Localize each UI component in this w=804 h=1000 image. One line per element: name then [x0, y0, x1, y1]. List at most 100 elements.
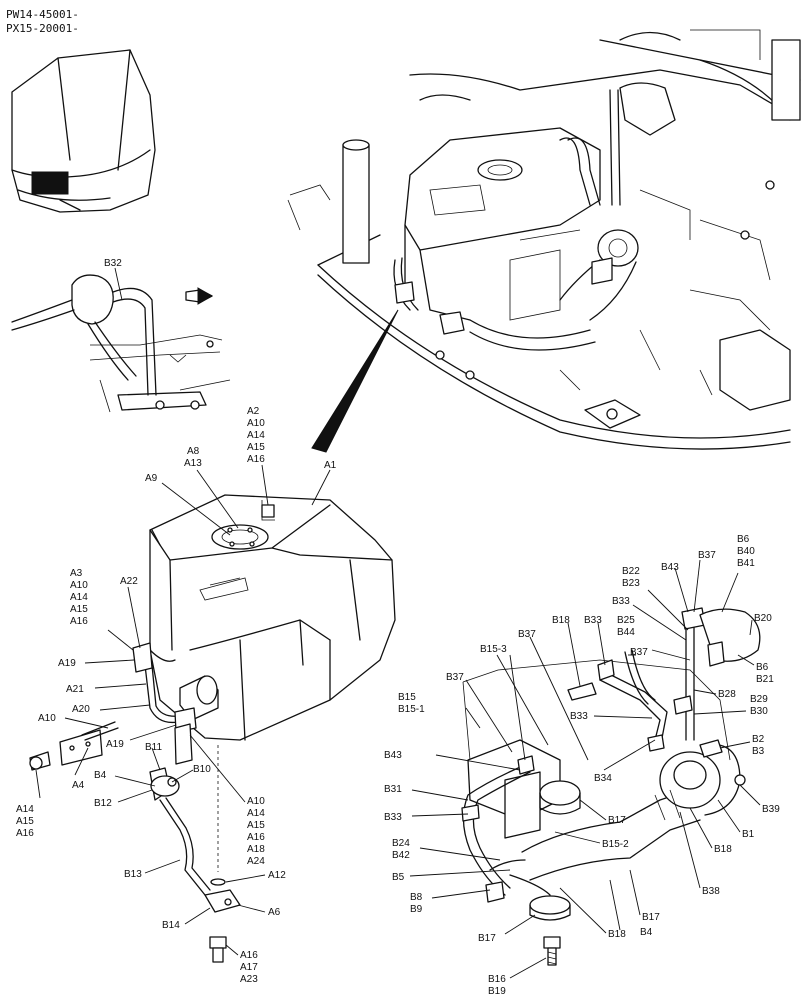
label-a15: A15: [247, 442, 265, 453]
label-b9: B9: [410, 904, 423, 915]
label-a20: A20: [72, 704, 90, 715]
label-a8: A8: [187, 446, 200, 457]
label-b4: B4: [94, 770, 107, 781]
label-a17: A17: [240, 962, 258, 973]
label-b17: B17: [478, 933, 496, 944]
label-b15: B15: [398, 692, 416, 703]
label-b28: B28: [718, 689, 736, 700]
label-a9: A9: [145, 473, 158, 484]
label-a14: A14: [16, 804, 34, 815]
label-b29: B29: [750, 694, 768, 705]
label-b37: B37: [630, 647, 648, 658]
label-b18: B18: [608, 929, 626, 940]
leader-lines: [35, 267, 761, 979]
label-a23: A23: [240, 974, 258, 985]
drain-washer: [210, 878, 226, 886]
label-b33: B33: [570, 711, 588, 722]
label-a14: A14: [247, 808, 265, 819]
label-b12: B12: [94, 798, 112, 809]
machine-location-thumbnail: [11, 49, 156, 213]
label-b17: B17: [642, 912, 660, 923]
label-a13: A13: [184, 458, 202, 469]
label-a10: A10: [247, 418, 265, 429]
label-b43: B43: [384, 750, 402, 761]
label-b33: B33: [384, 812, 402, 823]
label-b24: B24: [392, 838, 410, 849]
label-a19: A19: [58, 658, 76, 669]
label-a15: A15: [70, 604, 88, 615]
label-b15-2: B15-2: [602, 839, 629, 850]
label-a16: A16: [247, 832, 265, 843]
label-a3: A3: [70, 568, 83, 579]
labels-left-group: B32 A2 A10 A14 A15 A16 A8 A13 A1 A9 A3 A…: [16, 258, 337, 985]
fuel-tank-location-marker: [31, 171, 69, 195]
label-a4: A4: [72, 780, 85, 791]
label-b30: B30: [750, 706, 768, 717]
vent-fitting: [261, 504, 275, 518]
label-b18: B18: [714, 844, 732, 855]
label-b31: B31: [384, 784, 402, 795]
label-a18: A18: [247, 844, 265, 855]
label-b37: B37: [518, 629, 536, 640]
label-b23: B23: [622, 578, 640, 589]
label-b25: B25: [617, 615, 635, 626]
label-b1: B1: [742, 829, 755, 840]
label-b34: B34: [594, 773, 612, 784]
label-a14: A14: [70, 592, 88, 603]
labels-right-group: B6 B40 B41 B37 B43 B22 B23 B33 B20 B18 B…: [384, 534, 780, 997]
label-b15-1: B15-1: [398, 704, 425, 715]
label-b5: B5: [392, 872, 405, 883]
label-b37: B37: [698, 550, 716, 561]
label-b2: B2: [752, 734, 765, 745]
label-a1: A1: [324, 460, 337, 471]
label-a21: A21: [66, 684, 84, 695]
label-b16: B16: [488, 974, 506, 985]
label-a16: A16: [240, 950, 258, 961]
label-a14: A14: [247, 430, 265, 441]
label-a16: A16: [247, 454, 265, 465]
label-b21: B21: [756, 674, 774, 685]
label-b4: B4: [640, 927, 653, 938]
label-a24: A24: [247, 856, 265, 867]
label-b3: B3: [752, 746, 765, 757]
drain-valve: [204, 889, 241, 913]
label-b42: B42: [392, 850, 410, 861]
hose-routing-inset: [11, 274, 231, 413]
label-b15-3: B15-3: [480, 644, 507, 655]
mounting-bolt: [543, 936, 561, 949]
filler-cap-opening: [211, 524, 269, 550]
serial-range-1: PW14-45001-: [6, 8, 79, 21]
label-b6: B6: [756, 662, 769, 673]
hose-assembly-exploded: [461, 607, 761, 966]
serial-range-2: PX15-20001-: [6, 22, 79, 35]
label-b37: B37: [446, 672, 464, 683]
label-a16: A16: [70, 616, 88, 627]
label-b43: B43: [661, 562, 679, 573]
filter-element: [539, 780, 581, 806]
label-a16: A16: [16, 828, 34, 839]
label-b17: B17: [608, 815, 626, 826]
label-b18: B18: [552, 615, 570, 626]
label-a10: A10: [38, 713, 56, 724]
label-b6: B6: [737, 534, 750, 545]
label-a19: A19: [106, 739, 124, 750]
label-b8: B8: [410, 892, 423, 903]
label-b40: B40: [737, 546, 755, 557]
label-a15: A15: [16, 816, 34, 827]
label-b41: B41: [737, 558, 755, 569]
label-a22: A22: [120, 576, 138, 587]
label-b11: B11: [145, 742, 162, 753]
label-b22: B22: [622, 566, 640, 577]
label-b14: B14: [162, 920, 180, 931]
fuel-tank-exploded: [29, 494, 396, 963]
label-b38: B38: [702, 886, 720, 897]
label-b13: B13: [124, 869, 142, 880]
label-a6: A6: [268, 907, 281, 918]
label-a2: A2: [247, 406, 260, 417]
assembled-tank-view: [287, 29, 801, 450]
label-b32: B32: [104, 258, 122, 269]
label-a12: A12: [268, 870, 286, 881]
label-b33: B33: [612, 596, 630, 607]
label-b19: B19: [488, 986, 506, 997]
